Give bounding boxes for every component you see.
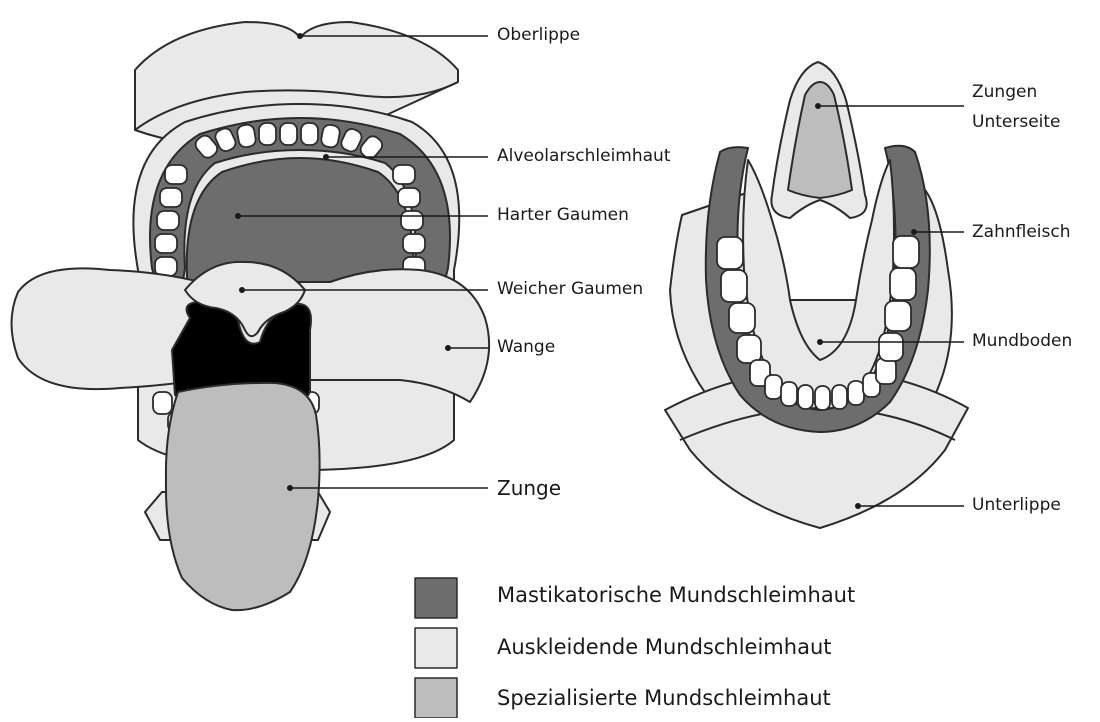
- label-zahnfleisch: Zahnfleisch: [972, 224, 1070, 241]
- label-unterlippe: Unterlippe: [972, 497, 1061, 514]
- label-mundboden: Mundboden: [972, 333, 1072, 350]
- legend-swatch-specialized: [415, 678, 457, 718]
- label-wange: Wange: [497, 339, 555, 356]
- legend-swatch-lining: [415, 628, 457, 668]
- legend-label-specialized: Spezialisierte Mundschleimhaut: [497, 688, 831, 709]
- legend-swatches: [415, 578, 457, 718]
- label-zungen-unterseite-line2: Unterseite: [972, 114, 1061, 131]
- label-weicher-gaumen: Weicher Gaumen: [497, 281, 643, 298]
- label-harter-gaumen: Harter Gaumen: [497, 207, 629, 224]
- upper-jaw-figure: [12, 22, 490, 610]
- label-zunge: Zunge: [497, 478, 561, 498]
- label-alveolarschleimhaut: Alveolarschleimhaut: [497, 148, 670, 165]
- label-oberlippe: Oberlippe: [497, 27, 580, 44]
- legend-label-masticatory: Mastikatorische Mundschleimhaut: [497, 585, 855, 606]
- label-zungen-unterseite-line1: Zungen: [972, 84, 1037, 101]
- tongue: [166, 383, 320, 610]
- lower-jaw-figure: [665, 62, 968, 528]
- legend-swatch-masticatory: [415, 578, 457, 618]
- legend-label-lining: Auskleidende Mundschleimhaut: [497, 637, 831, 658]
